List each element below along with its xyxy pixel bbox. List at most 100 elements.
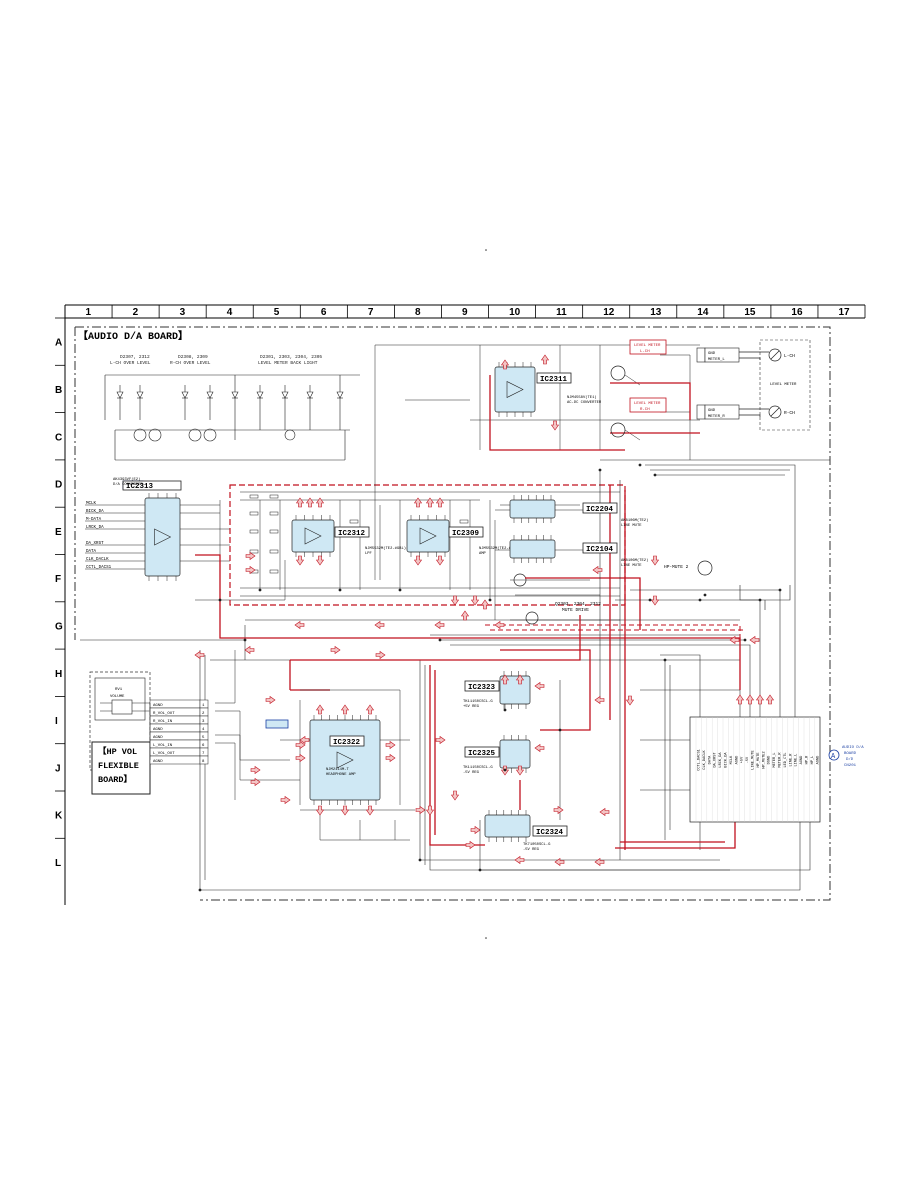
wire-junction <box>653 473 657 477</box>
signal-arrow <box>365 805 375 816</box>
svg-text:R-CH: R-CH <box>640 408 650 412</box>
board-title: 【AUDIO D/A BOARD】 <box>78 329 188 343</box>
column-label: 8 <box>415 307 421 318</box>
ic-tag-box <box>122 480 182 491</box>
row-label: J <box>55 763 61 774</box>
signal-arrow <box>650 595 660 606</box>
resistor <box>249 549 259 554</box>
hp-amp-wires <box>280 689 415 841</box>
conn-pin-label: METER_L <box>773 752 777 767</box>
signal-arrow <box>305 497 315 508</box>
ic-id-label: IC2323 <box>468 684 496 692</box>
hp-volume-part: RV1 <box>115 688 123 692</box>
signal-arrow <box>245 565 256 575</box>
hp-conn-signal: L_VOL_IN <box>153 744 173 748</box>
signal-arrow <box>765 694 775 705</box>
wire-junction <box>703 593 707 597</box>
ic-part-number: AK8106M(TE2) <box>621 518 648 523</box>
hp-conn-pin: 6 <box>202 744 205 748</box>
signal-arrow <box>294 620 305 630</box>
column-label: 11 <box>556 307 567 318</box>
wire-junction <box>698 598 702 602</box>
signal-arrow <box>745 694 755 705</box>
ic-tag-box <box>582 542 618 554</box>
column-label: 2 <box>133 307 139 318</box>
signal-arrow <box>550 420 560 431</box>
ic-part-number: NJM4558V(TE1) <box>567 395 597 400</box>
grid-frame <box>64 304 865 905</box>
led-over-l-sub: L-CH OVER LEVEL <box>110 360 151 366</box>
signal-arrow <box>299 735 310 745</box>
meter-gauges <box>739 348 782 419</box>
signal-arrow <box>554 857 565 867</box>
signal-arrow <box>413 497 423 508</box>
signal-arrow <box>425 805 435 816</box>
ic-body <box>509 499 556 519</box>
ic-tag-box <box>329 735 365 747</box>
hp-conn-pin-cell <box>199 755 209 765</box>
filter-resistors <box>249 494 469 574</box>
conn-a-title-4: CN201 <box>844 764 857 768</box>
signal-arrow <box>265 695 276 705</box>
conn-pin-label: +5V <box>741 756 745 763</box>
wire-junction <box>478 868 482 872</box>
wire-junction <box>598 468 602 472</box>
dashed-red-bus <box>485 624 745 690</box>
svg-text:FLEXIBLE: FLEXIBLE <box>98 761 139 771</box>
led-over-r-title: D2308, 2309 <box>178 354 208 360</box>
signal-arrow <box>280 795 291 805</box>
ic-function: LPF <box>365 552 373 556</box>
ic-body <box>499 739 531 769</box>
meter-l-label: METER_L <box>708 358 725 362</box>
ic-tag-box <box>334 526 370 538</box>
signal-arrow <box>415 805 426 815</box>
ic-tag-box <box>464 746 500 758</box>
wire-junction <box>418 858 422 862</box>
column-label: 4 <box>227 307 233 318</box>
signal-arrow <box>315 497 325 508</box>
ic-body <box>494 366 536 413</box>
hp-conn-signal: R_VOL_OUT <box>153 712 175 716</box>
ic-function: HEADPHONE AMP <box>326 773 356 777</box>
signal-arrow <box>315 805 325 816</box>
ic-id-label: IC2324 <box>536 829 564 837</box>
meter-l-symbol: L-CH <box>784 353 795 359</box>
svg-text:BOARD】: BOARD】 <box>98 774 132 785</box>
hp-conn-pin: 5 <box>202 736 205 740</box>
column-label: 3 <box>180 307 186 318</box>
signal-arrow <box>385 753 396 763</box>
conn-pin-label: HP_L <box>811 756 815 765</box>
signal-arrow <box>244 645 255 655</box>
svg-text:L-CH: L-CH <box>640 350 650 354</box>
svg-text:【HP VOL: 【HP VOL <box>98 746 137 757</box>
resistor <box>269 529 279 534</box>
wire-junction <box>438 638 442 642</box>
dac-pin-label: LRCK_DA <box>86 526 104 530</box>
ic-id-label: IC2104 <box>586 546 614 554</box>
connector-ref-letter: A <box>831 753 836 761</box>
wire-junction <box>663 658 667 662</box>
signal-arrow <box>735 694 745 705</box>
resistor <box>459 519 469 524</box>
signal-arrow <box>534 743 545 753</box>
conn-pin-label: AGND <box>816 756 820 765</box>
led-back-sub: LEVEL METER BACK LIGHT <box>258 360 318 366</box>
led-section: D2307, 2312 L-CH OVER LEVEL D2308, 2309 … <box>104 354 360 461</box>
signal-arrow <box>194 650 205 660</box>
ic-function: D/A CONVERTER <box>113 482 143 487</box>
level-meter-transistors <box>610 365 713 576</box>
ic-function: +5V REG <box>463 705 480 709</box>
ic-tag-box <box>536 372 572 384</box>
row-label: K <box>55 811 63 822</box>
wire-junction <box>743 638 747 642</box>
ic-body <box>309 719 381 801</box>
signal-arrow <box>250 765 261 775</box>
column-label: 10 <box>509 307 521 318</box>
column-label: 16 <box>791 307 803 318</box>
signal-arrow <box>295 497 305 508</box>
